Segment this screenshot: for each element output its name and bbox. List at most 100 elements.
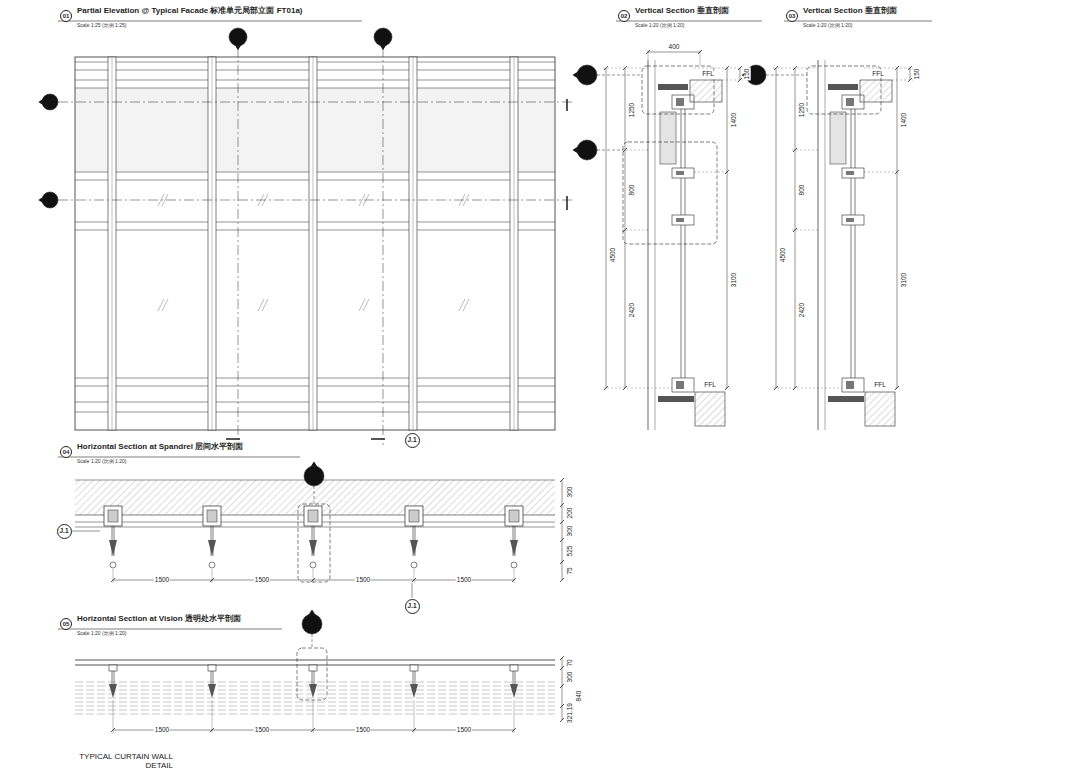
callout-number: 05 — [63, 621, 70, 627]
grid-bubble: J.1 — [405, 433, 420, 448]
extension-line — [700, 50, 701, 66]
fin-tip — [208, 684, 216, 698]
dimension-line — [910, 68, 911, 80]
interior-line — [75, 710, 555, 711]
callout-leader — [597, 150, 623, 151]
dimension-tick — [560, 656, 564, 660]
dimension-text: 3100 — [901, 272, 908, 288]
glass-pane — [685, 108, 686, 378]
dimension-tick — [623, 386, 627, 390]
dimension-tick — [895, 66, 899, 70]
extension-line — [603, 388, 672, 389]
dimension-tick — [560, 503, 564, 507]
level-marker: FFL — [701, 71, 715, 78]
bolt-head — [209, 562, 215, 568]
anchor — [509, 510, 519, 522]
glass-mark — [363, 299, 369, 311]
anchor — [108, 510, 118, 522]
bracket — [505, 506, 523, 526]
glass-pane — [681, 108, 682, 378]
floor-slab — [690, 80, 722, 102]
bolt-head — [110, 562, 116, 568]
dimension-tick — [210, 728, 214, 732]
dimension-tick — [560, 666, 564, 670]
section-marker — [577, 140, 597, 160]
dimension-text: 1500 — [154, 727, 170, 734]
extension-line — [773, 388, 842, 389]
dimension-tick — [512, 728, 516, 732]
mullion-cap — [208, 665, 216, 671]
dimension-text: 200 — [567, 507, 574, 520]
dimension-tick — [623, 148, 627, 152]
dimension-line — [606, 68, 607, 388]
dimension-line — [562, 480, 563, 580]
dimension-tick — [623, 228, 627, 232]
dimension-text: 4500 — [610, 247, 617, 263]
glass-pane — [851, 108, 852, 378]
drawing-title: Vertical Section 垂直剖面 — [803, 7, 897, 15]
dimension-tick — [111, 578, 115, 582]
grid-label: J.1 — [59, 528, 68, 535]
section-marker — [304, 466, 324, 486]
transom-core — [676, 171, 684, 175]
dimension-tick — [560, 684, 564, 688]
dimension-text: 1250 — [799, 102, 806, 118]
detail-callout-box — [298, 504, 330, 582]
spandrel-backpan — [830, 112, 846, 164]
dimension-tick — [774, 386, 778, 390]
dimension-tick — [908, 78, 912, 82]
dimension-text: 75 — [567, 566, 574, 575]
mullion-centre — [112, 57, 113, 430]
transom-core — [676, 98, 684, 106]
fin-tip — [109, 540, 117, 556]
cut-tick — [371, 438, 385, 440]
level-marker: FFL — [703, 382, 717, 389]
sheet-caption: TYPICAL CURTAIN WALL DETAIL — [55, 752, 173, 770]
section-marker — [302, 614, 322, 634]
interior-line — [75, 714, 555, 715]
section-marker — [42, 192, 58, 208]
mullion-centre — [212, 57, 213, 430]
dimension-tick — [908, 66, 912, 70]
section-cut-line — [383, 47, 384, 445]
transom-core — [846, 171, 854, 175]
extension-line — [113, 700, 114, 733]
dimension-tick — [604, 66, 608, 70]
detail-callout-box — [623, 142, 717, 244]
section-marker — [374, 28, 392, 46]
transom-core — [846, 381, 854, 389]
grid-bubble: J.1 — [57, 524, 72, 539]
mullion-cap — [510, 665, 518, 671]
mullion-cap — [410, 665, 418, 671]
title-underlines — [58, 21, 932, 629]
transom-profile — [842, 215, 864, 225]
mullion-centre — [413, 57, 414, 430]
drawing-title: Horizontal Section at Spandrel 层间水平剖面 — [77, 443, 243, 451]
bracket — [828, 84, 858, 90]
grid-label: J.1 — [407, 603, 416, 610]
dimension-tick — [111, 728, 115, 732]
dimension-text: 150 — [744, 68, 751, 81]
scale-note: Scale 1:20 (比例 1:20) — [77, 631, 126, 636]
vertical-section — [573, 50, 744, 430]
transom-core — [676, 381, 684, 389]
interior-line — [75, 698, 555, 699]
section-cut-line — [238, 47, 239, 445]
dimension-tick — [895, 386, 899, 390]
transom-profile — [842, 378, 864, 392]
drawing-callout: 01Partial Elevation @ Typical Facade 标准单… — [60, 10, 72, 22]
transom-profile — [672, 168, 694, 178]
section-marker — [577, 65, 597, 85]
mullion-centre — [313, 57, 314, 430]
mullion-back — [825, 60, 826, 430]
elevation-drawing — [38, 28, 575, 445]
drawing-callout: 02Vertical Section 垂直剖面Scale 1:20 (比例 1:… — [618, 10, 630, 22]
section-marker — [229, 28, 247, 46]
fin-tip — [208, 540, 216, 556]
bracket — [828, 396, 864, 402]
bracket — [203, 506, 221, 526]
dimension-text: 300 — [567, 525, 574, 538]
callout-leader — [597, 75, 642, 76]
glass-mark — [463, 299, 469, 311]
extension-line — [414, 700, 415, 733]
